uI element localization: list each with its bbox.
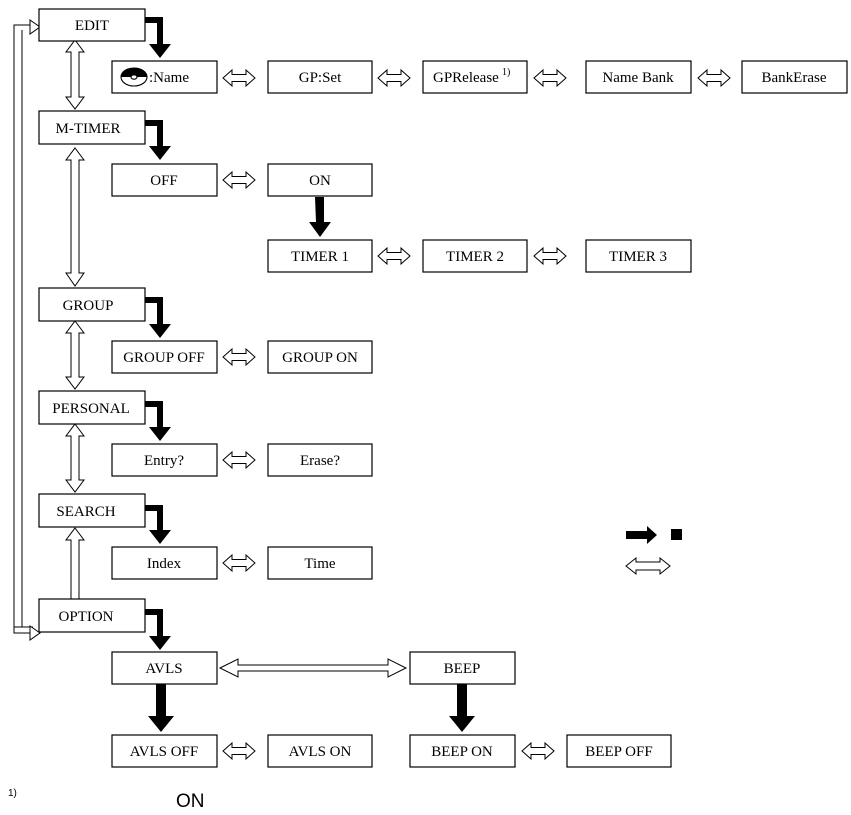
footnote-text: ON [176, 791, 205, 812]
bank-erase-box[interactable]: BankErase [741, 60, 848, 94]
beep-on-label: BEEP ON [431, 744, 493, 760]
m-timer-off-label: OFF [150, 173, 178, 189]
index-box[interactable]: Index [111, 546, 218, 580]
gp-set-label: GP:Set [299, 70, 342, 86]
avls-on-box[interactable]: AVLS ON [267, 734, 373, 768]
double-arrow-icon [533, 247, 567, 265]
m-timer-off-box[interactable]: OFF [111, 163, 218, 197]
category-search[interactable]: SEARCH [38, 493, 146, 528]
m-timer-on-box[interactable]: ON [267, 163, 373, 197]
double-arrow-icon [222, 348, 256, 366]
gp-release-box[interactable]: GPRelease 1) [422, 60, 528, 94]
double-arrow-icon [625, 556, 671, 576]
stop-square-icon [671, 529, 682, 540]
edit-name-label: :Name [149, 70, 189, 86]
category-m-timer[interactable]: M-TIMER [38, 110, 146, 145]
timer-3-label: TIMER 3 [609, 249, 667, 265]
name-bank-label: Name Bank [602, 70, 674, 86]
index-label: Index [147, 556, 182, 572]
double-arrow-icon [222, 69, 256, 87]
category-edit-label: EDIT [75, 18, 109, 34]
m-timer-on-label: ON [309, 173, 331, 189]
beep-on-box[interactable]: BEEP ON [409, 734, 516, 768]
avls-off-box[interactable]: AVLS OFF [111, 734, 218, 768]
double-arrow-icon [222, 554, 256, 572]
timer-2-box[interactable]: TIMER 2 [422, 239, 528, 273]
beep-label: BEEP [444, 661, 481, 677]
timer-1-label: TIMER 1 [291, 249, 349, 265]
double-arrow-icon [377, 69, 411, 87]
long-double-arrow-icon [218, 658, 408, 678]
group-on-label: GROUP ON [282, 350, 358, 366]
category-option[interactable]: OPTION [38, 598, 146, 633]
gp-set-box[interactable]: GP:Set [267, 60, 373, 94]
category-m-timer-label: M-TIMER [56, 121, 121, 137]
double-arrow-icon [521, 742, 555, 760]
return-loop-arrow [13, 19, 41, 641]
entry-label: Entry? [144, 453, 184, 469]
category-search-label: SEARCH [56, 504, 115, 520]
footnote: 1) ON [8, 788, 205, 812]
category-edit[interactable]: EDIT [38, 8, 146, 42]
double-arrow-icon [222, 451, 256, 469]
bank-erase-label: BankErase [762, 70, 827, 86]
group-on-box[interactable]: GROUP ON [267, 340, 373, 374]
avls-off-label: AVLS OFF [130, 744, 199, 760]
enter-arrows [145, 17, 475, 732]
avls-label: AVLS [145, 661, 182, 677]
gp-release-footnote-marker: 1) [502, 67, 510, 78]
legend [625, 526, 682, 576]
disc-icon [120, 67, 148, 87]
name-bank-box[interactable]: Name Bank [585, 60, 692, 94]
time-label: Time [304, 556, 335, 572]
timer-1-box[interactable]: TIMER 1 [267, 239, 373, 273]
timer-2-label: TIMER 2 [446, 249, 504, 265]
beep-off-label: BEEP OFF [585, 744, 652, 760]
category-personal[interactable]: PERSONAL [38, 390, 146, 425]
category-group[interactable]: GROUP [38, 287, 146, 322]
double-arrow-icon [222, 171, 256, 189]
footnote-marker: 1) [8, 788, 17, 799]
timer-3-box[interactable]: TIMER 3 [585, 239, 692, 273]
group-off-label: GROUP OFF [123, 350, 205, 366]
category-option-label: OPTION [59, 609, 114, 625]
erase-box[interactable]: Erase? [267, 443, 373, 477]
double-arrow-icon [377, 247, 411, 265]
edit-name-box[interactable]: :Name [111, 60, 218, 94]
right-arrow-icon [626, 526, 657, 544]
gp-release-label: GPRelease [433, 70, 499, 86]
entry-box[interactable]: Entry? [111, 443, 218, 477]
erase-label: Erase? [300, 453, 340, 469]
double-arrow-icon [222, 742, 256, 760]
beep-box[interactable]: BEEP [409, 651, 516, 685]
double-arrow-icon [533, 69, 567, 87]
double-arrow-icon [697, 69, 731, 87]
avls-on-label: AVLS ON [289, 744, 352, 760]
beep-off-box[interactable]: BEEP OFF [566, 734, 672, 768]
time-box[interactable]: Time [267, 546, 373, 580]
avls-box[interactable]: AVLS [111, 651, 218, 685]
category-personal-label: PERSONAL [52, 401, 130, 417]
category-group-label: GROUP [63, 298, 114, 314]
group-off-box[interactable]: GROUP OFF [111, 340, 218, 374]
